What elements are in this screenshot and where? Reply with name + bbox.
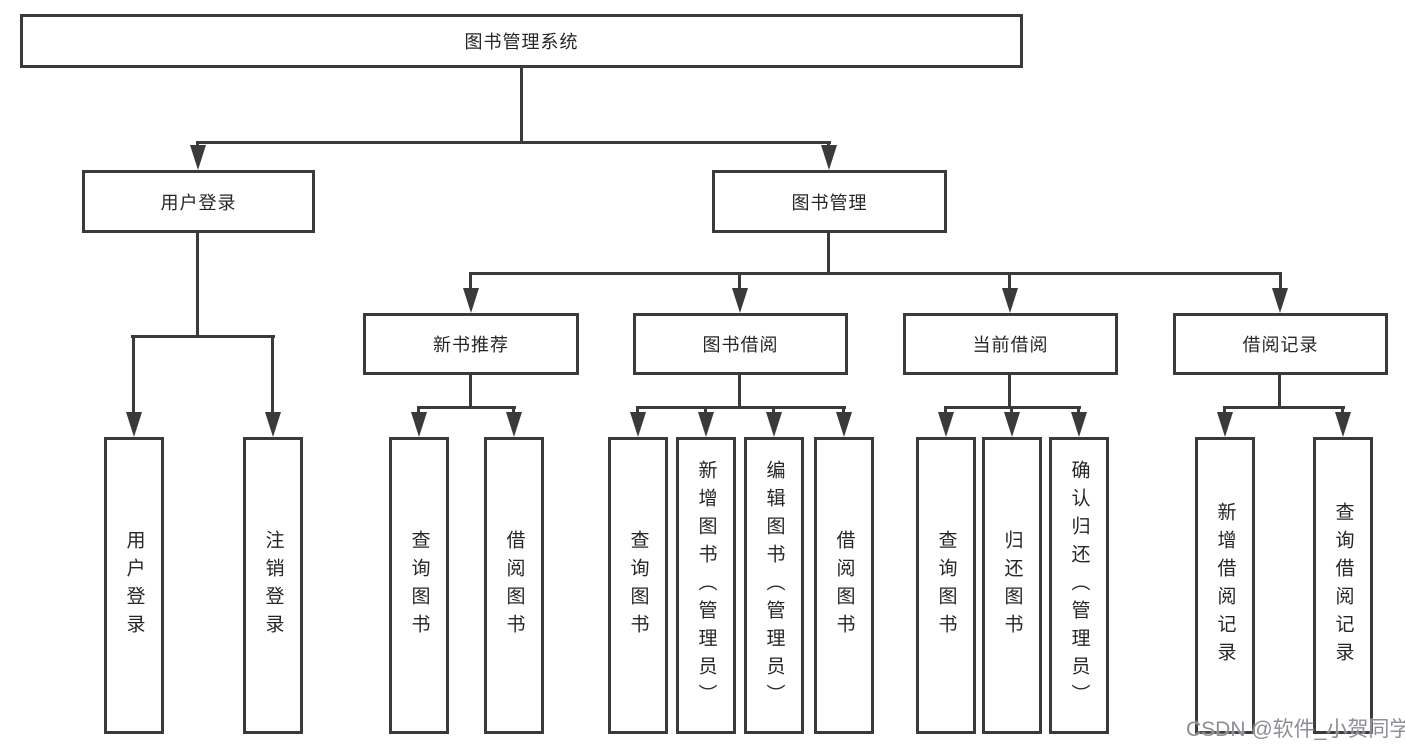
node-borrow-record: 借阅记录 [1173, 313, 1388, 375]
leaf-borrow-query: 查询图书 [608, 437, 668, 734]
connector-line [271, 335, 274, 414]
connector-line [131, 335, 275, 338]
connector-line [196, 141, 831, 144]
leaf-label: 借阅图书 [503, 529, 525, 642]
connector-line [196, 233, 199, 335]
connector-line [738, 375, 741, 407]
arrow-down-icon [836, 412, 852, 437]
node-book-management: 图书管理 [712, 170, 947, 233]
leaf-current-return: 归还图书 [982, 437, 1042, 734]
arrow-down-icon [1002, 288, 1018, 313]
arrow-down-icon [766, 412, 782, 437]
connector-line [944, 406, 947, 415]
arrow-down-icon [190, 145, 206, 170]
connector-line [469, 272, 1282, 275]
leaf-label: 新增图书（管理员） [695, 459, 717, 712]
leaf-label: 查询图书 [935, 529, 957, 642]
connector-line [1010, 406, 1013, 415]
watermark: CSDN @软件_小贺同学 [1186, 718, 1405, 741]
connector-line [738, 272, 741, 290]
arrow-down-icon [698, 412, 714, 437]
leaf-label: 新增借阅记录 [1214, 501, 1236, 670]
arrow-down-icon [938, 412, 954, 437]
arrow-down-icon [1272, 288, 1288, 313]
connector-line [132, 335, 135, 414]
node-root: 图书管理系统 [20, 14, 1023, 68]
node-new-book-recommend: 新书推荐 [363, 313, 579, 375]
leaf-label: 查询借阅记录 [1332, 501, 1354, 670]
leaf-label: 借阅图书 [833, 529, 855, 642]
arrow-down-icon [732, 288, 748, 313]
connector-line [417, 406, 420, 415]
connector-line [636, 406, 846, 409]
arrow-down-icon [630, 412, 646, 437]
leaf-newbook-query: 查询图书 [389, 437, 449, 734]
arrow-down-icon [1004, 412, 1020, 437]
arrow-down-icon [126, 412, 142, 437]
arrow-down-icon [1071, 412, 1087, 437]
arrow-down-icon [821, 145, 837, 170]
leaf-label: 用户登录 [123, 529, 145, 642]
connector-line [196, 141, 199, 147]
connector-line [469, 375, 472, 407]
connector-line [1278, 375, 1281, 407]
leaf-label: 注销登录 [262, 529, 284, 642]
connector-line [636, 406, 639, 415]
connector-line [827, 141, 830, 147]
connector-line [1279, 272, 1282, 290]
arrow-down-icon [411, 412, 427, 437]
node-label: 图书管理 [791, 192, 868, 213]
leaf-borrow-edit-admin: 编辑图书（管理员） [744, 437, 804, 734]
connector-line [1223, 406, 1345, 409]
leaf-label: 归还图书 [1001, 529, 1023, 642]
arrow-down-icon [1335, 412, 1351, 437]
node-label: 图书管理系统 [464, 32, 579, 52]
node-label: 借阅记录 [1242, 335, 1319, 355]
leaf-user-login: 用户登录 [104, 437, 164, 734]
arrow-down-icon [463, 288, 479, 313]
leaf-record-add: 新增借阅记录 [1195, 437, 1255, 734]
node-book-borrow: 图书借阅 [633, 313, 848, 375]
node-current-borrow: 当前借阅 [903, 313, 1118, 375]
arrow-down-icon [265, 412, 281, 437]
arrow-down-icon [1217, 412, 1233, 437]
leaf-current-query: 查询图书 [916, 437, 976, 734]
connector-line [520, 68, 523, 141]
arrow-down-icon [506, 412, 522, 437]
leaf-label: 查询图书 [408, 529, 430, 642]
leaf-newbook-borrow: 借阅图书 [484, 437, 544, 734]
connector-line [1077, 406, 1080, 415]
leaf-label: 查询图书 [627, 529, 649, 642]
connector-line [772, 406, 775, 415]
leaf-label: 确认归还（管理员） [1068, 459, 1090, 712]
leaf-record-query: 查询借阅记录 [1313, 437, 1373, 734]
leaf-current-confirm-admin: 确认归还（管理员） [1049, 437, 1109, 734]
connector-line [827, 233, 830, 274]
node-label: 图书借阅 [702, 335, 779, 355]
connector-line [1008, 272, 1011, 290]
node-label: 新书推荐 [433, 335, 509, 355]
connector-line [842, 406, 845, 415]
leaf-borrow-borrow: 借阅图书 [814, 437, 874, 734]
connector-line [1008, 375, 1011, 407]
node-label: 当前借阅 [972, 335, 1049, 355]
connector-line [704, 406, 707, 415]
connector-line [1223, 406, 1226, 415]
connector-line [1341, 406, 1344, 415]
node-user-login: 用户登录 [82, 170, 315, 233]
connector-line [417, 406, 516, 409]
connector-line [512, 406, 515, 415]
leaf-label: 编辑图书（管理员） [763, 459, 785, 712]
node-label: 用户登录 [160, 192, 237, 213]
connector-line [469, 272, 472, 290]
leaf-borrow-add-admin: 新增图书（管理员） [676, 437, 736, 734]
leaf-logout: 注销登录 [243, 437, 303, 734]
